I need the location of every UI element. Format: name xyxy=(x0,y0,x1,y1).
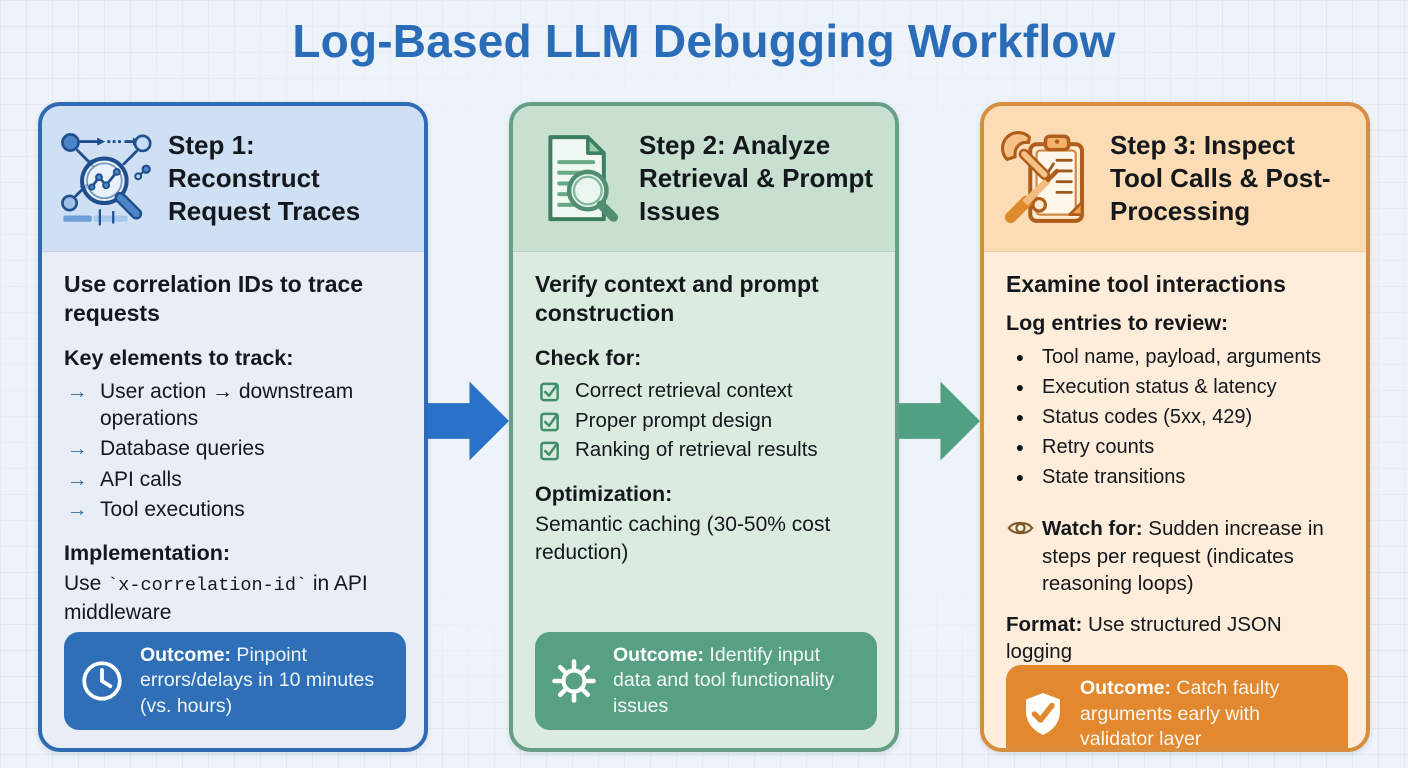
step2-outcome-box: Outcome: Identify input data and tool fu… xyxy=(535,631,877,730)
list-item-text: Status codes (5xx, 429) xyxy=(1042,406,1253,429)
step3-header: Step 3: Inspect Tool Calls & Post-Proces… xyxy=(984,106,1366,252)
page-title: Log-Based LLM Debugging Workflow xyxy=(292,15,1116,67)
outcome-body: Identify input data and tool functionali… xyxy=(613,643,835,717)
list-item-text: Ranking of retrieval results xyxy=(575,438,818,462)
step3-heading: Examine tool interactions xyxy=(1006,271,1286,297)
list-item: → User action → downstream operations xyxy=(64,378,406,433)
arrow-bullet-icon: → xyxy=(66,437,88,461)
list-item: → Database queries xyxy=(64,435,406,462)
step1-list-title: Key elements to track: xyxy=(64,345,294,370)
outcome-label: Outcome: xyxy=(140,643,232,666)
arrow-bullet-icon: → xyxy=(66,498,88,522)
step2-optimization-text: Semantic caching (30-50% cost reduction) xyxy=(535,512,831,564)
list-item-text: Proper prompt design xyxy=(575,408,773,432)
step1-header: Step 1: Reconstruct Request Traces xyxy=(42,106,424,252)
document-search-icon xyxy=(529,130,627,228)
list-item: Ranking of retrieval results xyxy=(535,437,877,464)
step3-watch-for: Watch for: Sudden increase in steps per … xyxy=(1006,515,1348,597)
list-item: ● Execution status & latency xyxy=(1006,374,1348,400)
step3-format: Format: Use structured JSON logging xyxy=(1006,612,1348,665)
step1-implementation-title: Implementation: xyxy=(64,541,231,566)
step2-list-title: Check for: xyxy=(535,345,642,370)
connector-2 xyxy=(899,102,980,752)
list-item: ● Status codes (5xx, 429) xyxy=(1006,404,1348,430)
list-item-text: Execution status & latency xyxy=(1042,376,1277,399)
watch-body: Sudden increase in steps per request (in… xyxy=(1042,517,1324,595)
gear-icon xyxy=(550,657,598,705)
step2-title: Step 2: Analyze Retrieval & Prompt Issue… xyxy=(639,129,874,227)
block-arrow-icon xyxy=(899,381,980,461)
arrow-bullet-icon: → xyxy=(66,467,88,491)
list-item: ● Tool name, payload, arguments xyxy=(1006,344,1348,370)
step1-title: Step 1: Reconstruct Request Traces xyxy=(168,129,361,227)
step2-list: Correct retrieval context Proper prompt … xyxy=(535,375,877,467)
step3-list: ● Tool name, payload, arguments ● Executio… xyxy=(1006,340,1348,494)
list-item: ● State transitions xyxy=(1006,464,1348,490)
step2-header: Step 2: Analyze Retrieval & Prompt Issue… xyxy=(513,106,895,252)
dot-bullet-icon: ● xyxy=(1015,439,1025,456)
step1-outcome-box: Outcome: Pinpoint errors/delays in 10 mi… xyxy=(64,631,406,730)
workflow-row: Step 1: Reconstruct Request Traces Use c… xyxy=(0,102,1408,752)
step1-panel: Step 1: Reconstruct Request Traces Use c… xyxy=(38,102,428,752)
list-item-text: Tool executions xyxy=(100,498,245,522)
outcome-body: Pinpoint errors/delays in 10 minutes (vs… xyxy=(140,643,375,717)
clock-icon xyxy=(79,658,125,704)
dot-bullet-icon: ● xyxy=(1015,349,1025,366)
watch-text: Watch for: Sudden increase in steps per … xyxy=(1042,515,1348,597)
list-item-text: Correct retrieval context xyxy=(575,378,793,402)
tools-clipboard-icon xyxy=(1000,130,1098,228)
list-item-text: Retry counts xyxy=(1042,436,1155,459)
step2-body: Verify context and prompt construction C… xyxy=(513,252,895,748)
outcome-body: Catch faulty arguments early with valida… xyxy=(1080,677,1280,751)
dot-bullet-icon: ● xyxy=(1015,409,1025,426)
format-label: Format: xyxy=(1006,613,1083,637)
list-item-text: State transitions xyxy=(1042,466,1186,489)
step1-implementation-text: Use `x-correlation-id` in API middleware xyxy=(64,570,406,627)
outcome-label: Outcome: xyxy=(613,643,705,666)
step1-heading: Use correlation IDs to trace requests xyxy=(64,271,364,327)
step3-title: Step 3: Inspect Tool Calls & Post-Proces… xyxy=(1110,129,1331,227)
outcome-label: Outcome: xyxy=(1080,677,1172,700)
list-item: Proper prompt design xyxy=(535,408,877,435)
checkbox-icon xyxy=(535,378,565,405)
code-inline: `x-correlation-id` xyxy=(107,575,308,597)
connector-1 xyxy=(428,102,509,752)
step2-optimization-title: Optimization: xyxy=(535,481,673,506)
step1-body: Use correlation IDs to trace requests Ke… xyxy=(42,252,424,748)
step3-panel: Step 3: Inspect Tool Calls & Post-Proces… xyxy=(980,102,1370,752)
format-body: Use structured JSON logging xyxy=(1006,613,1282,663)
list-item: → API calls xyxy=(64,466,406,493)
dot-bullet-icon: ● xyxy=(1015,469,1025,486)
outcome-text: Outcome: Identify input data and tool fu… xyxy=(613,643,862,719)
list-item: Correct retrieval context xyxy=(535,378,877,405)
arrow-bullet-icon: → xyxy=(66,379,88,403)
content-wrap: Log-Based LLM Debugging Workflow xyxy=(0,15,1408,752)
step3-body: Examine tool interactions Log entries to… xyxy=(984,252,1366,751)
list-item-text: Tool name, payload, arguments xyxy=(1042,346,1322,369)
implementation-post: in API middleware xyxy=(64,572,368,624)
shield-check-icon xyxy=(1021,691,1065,737)
checkbox-icon xyxy=(535,437,565,464)
step3-list-title: Log entries to review: xyxy=(1006,311,1229,336)
block-arrow-icon xyxy=(428,381,509,461)
step1-list: → User action → downstream operations → Da… xyxy=(64,375,406,526)
list-item: ● Retry counts xyxy=(1006,434,1348,460)
step3-outcome-box: Outcome: Catch faulty arguments early wi… xyxy=(1006,665,1348,751)
checkbox-icon xyxy=(535,408,565,435)
list-item: → Tool executions xyxy=(64,496,406,523)
dot-bullet-icon: ● xyxy=(1015,379,1025,396)
list-item-text: User action → downstream operations xyxy=(100,379,354,431)
step2-heading: Verify context and prompt construction xyxy=(535,271,819,327)
outcome-text: Outcome: Catch faulty arguments early wi… xyxy=(1080,676,1333,751)
outcome-text: Outcome: Pinpoint errors/delays in 10 mi… xyxy=(140,643,391,719)
eye-icon xyxy=(1006,515,1034,597)
watch-label: Watch for: xyxy=(1042,517,1143,541)
step2-panel: Step 2: Analyze Retrieval & Prompt Issue… xyxy=(509,102,899,752)
list-item-text: API calls xyxy=(100,467,182,491)
list-item-text: Database queries xyxy=(100,437,265,461)
implementation-pre: Use xyxy=(64,572,108,596)
trace-magnifier-icon xyxy=(58,130,156,228)
